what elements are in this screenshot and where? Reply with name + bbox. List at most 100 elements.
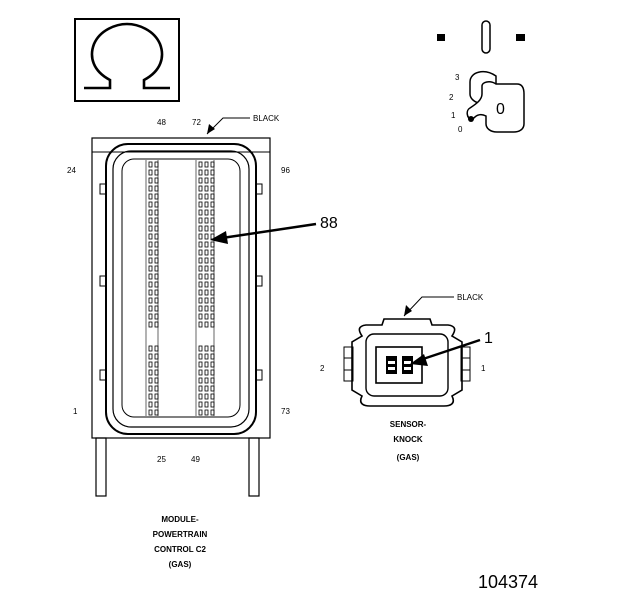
pin-cavity [198,225,203,232]
svg-text:SENSOR-: SENSOR- [390,420,427,429]
pin-cavity [154,169,159,176]
knock-sensor-connector [343,318,471,407]
pin-cavity [198,377,203,384]
pin-cavity [198,185,203,192]
pin-cavity [210,241,215,248]
pin-cavity [148,385,153,392]
svg-text:CONTROL C2: CONTROL C2 [154,545,206,554]
pin-cavity [204,281,209,288]
pcm-connector-name: MODULE- POWERTRAIN CONTROL C2 (GAS) [153,515,208,569]
pin-cavity [204,393,209,400]
pin-cavity [204,313,209,320]
ohm-icon [84,22,170,90]
knock-pin-1-label: 1 [481,364,486,373]
pin-cavity [198,313,203,320]
pin-cavity [148,209,153,216]
pin-cavity [154,377,159,384]
pin-cavity [210,177,215,184]
pin-cavity [154,161,159,168]
pin-cavity [204,369,209,376]
pcm-connector [91,137,271,497]
svg-text:KNOCK: KNOCK [393,435,423,444]
key-position-1: 1 [451,111,456,120]
pin-cavity [148,305,153,312]
pin-cavity [204,353,209,360]
pin-cavity [210,161,215,168]
pin-cavity [204,305,209,312]
pin-cavity [154,345,159,352]
pin-cavity [148,321,153,328]
pin-cavity [148,377,153,384]
knock-pin-1-arrow [410,338,481,366]
pin-cavity [210,217,215,224]
pin-cavity [154,289,159,296]
pin-cavity [204,225,209,232]
pin-cavity [198,193,203,200]
pin-cavity [148,273,153,280]
pin-cavity [204,385,209,392]
pin-cavity [154,249,159,256]
svg-text:POWERTRAIN: POWERTRAIN [153,530,208,539]
pin-cavity [198,353,203,360]
pin-cavity [210,377,215,384]
pin-cavity [210,257,215,264]
pin-cavity [204,361,209,368]
pin-cavity [154,281,159,288]
pin-cavity [154,225,159,232]
knock-pin-2-label: 2 [320,364,325,373]
pin-cavity [154,241,159,248]
pin-cavity [154,401,159,408]
pin-cavity [154,305,159,312]
key-position-0: 0 [458,125,463,134]
pin-cavity [148,361,153,368]
pin-cavity [154,233,159,240]
pin-cavity [210,305,215,312]
pin-cavity [154,193,159,200]
ignition-key-icon: 3 2 1 0 0 [437,20,525,134]
pin-cavity [210,201,215,208]
pin-cavity [204,209,209,216]
pin-cavity [154,209,159,216]
pin-cavity [210,401,215,408]
pin-cavity [148,161,153,168]
pin-cavity [148,185,153,192]
pin-cavity [204,265,209,272]
pin-cavity [154,257,159,264]
pin-cavity [210,273,215,280]
svg-text:MODULE-: MODULE- [161,515,199,524]
pin-cavity [148,409,153,416]
knock-callout-pin: 1 [484,330,493,347]
pin-cavity [198,217,203,224]
pin-cavity [198,257,203,264]
pin-cavity [210,297,215,304]
pin-cavity [154,313,159,320]
pin-cavity [198,161,203,168]
pin-cavity [210,193,215,200]
pin-cavity [198,289,203,296]
pcm-color-leader [206,117,250,135]
pin-cavity [210,409,215,416]
pin-cavity [148,393,153,400]
pin-cavity [204,249,209,256]
pin-cavity [154,273,159,280]
pin-cavity [210,289,215,296]
key-label: 0 [496,101,505,118]
pin-cavity [148,169,153,176]
pin-cavity [210,345,215,352]
pin-cavity [198,201,203,208]
pin-cavity [148,217,153,224]
pin-cavity [154,265,159,272]
pin-cavity [148,401,153,408]
pin-cavity [204,273,209,280]
pcm-pin-72-label: 72 [192,118,201,127]
pin-cavity [154,185,159,192]
pin-cavity [148,281,153,288]
pin-cavity [154,201,159,208]
pin-cavity [210,249,215,256]
pin-cavity [148,257,153,264]
pin-cavity [148,225,153,232]
pin-cavity [198,209,203,216]
pcm-pin-24-label: 24 [67,166,76,175]
pin-cavity [204,193,209,200]
